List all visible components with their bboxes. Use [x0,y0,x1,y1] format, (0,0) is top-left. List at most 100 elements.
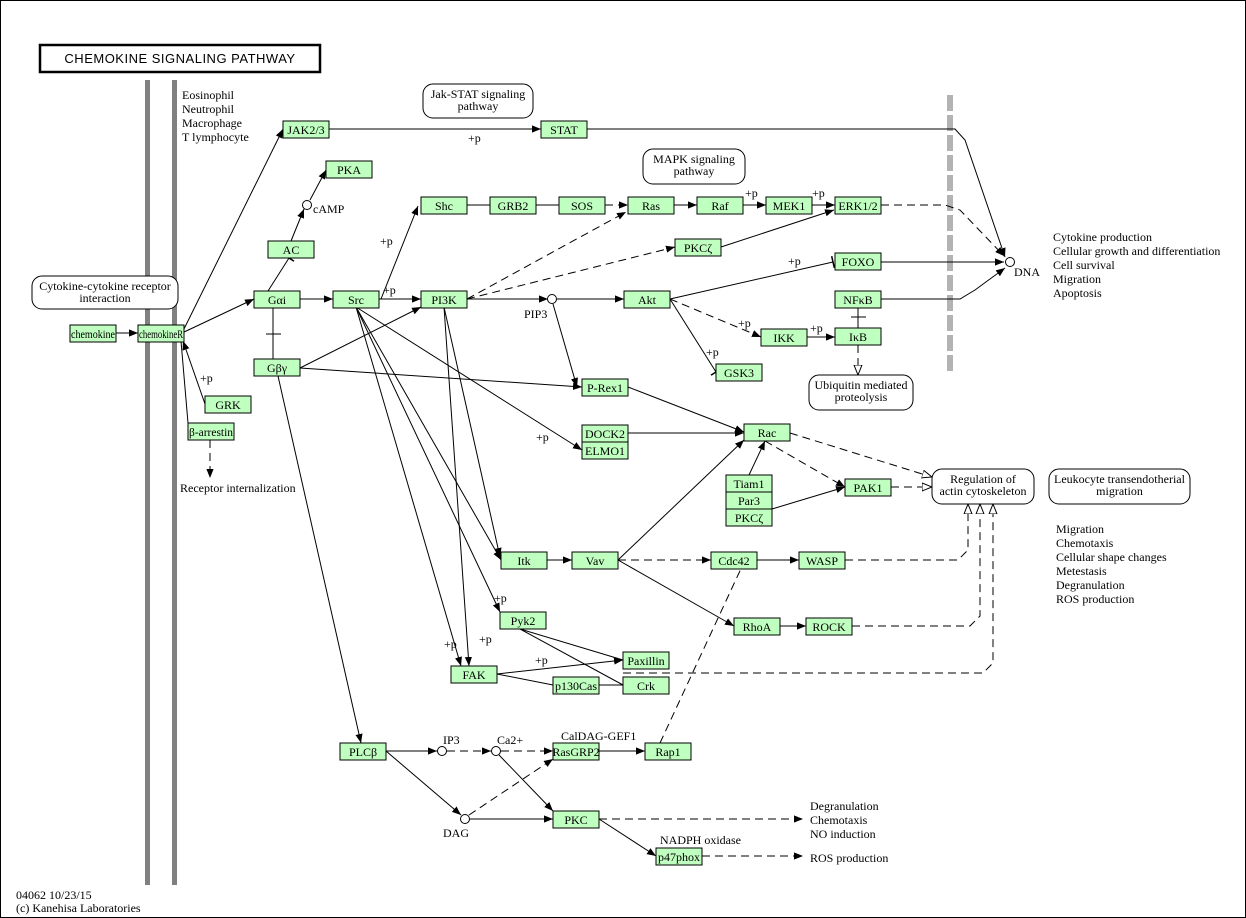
gene-node-ikb[interactable]: IκB [834,327,882,346]
gene-node-cdc42[interactable]: Cdc42 [710,551,758,570]
compound-circle[interactable] [460,814,470,824]
compound-circle[interactable] [547,294,557,304]
gene-box[interactable] [834,290,882,309]
gene-node-chemokiner[interactable]: chemokineR [137,324,185,343]
gene-node-pak1[interactable]: PAK1 [844,478,892,497]
gene-box[interactable] [581,378,629,397]
gene-node-pi3k[interactable]: PI3K [420,290,468,309]
gene-box[interactable] [420,290,468,309]
gene-box[interactable] [339,742,387,761]
gene-box[interactable] [325,160,373,179]
gene-node-paxillin[interactable]: Paxillin [622,651,670,670]
gene-node-crk[interactable]: Crk [622,676,670,695]
gene-node-prex1[interactable]: P-Rex1 [581,378,629,397]
gene-box[interactable] [622,651,670,670]
gene-node-ikk[interactable]: IKK [760,328,808,347]
gene-node-sos[interactable]: SOS [558,196,606,215]
gene-box[interactable] [282,120,330,139]
gene-node-shc[interactable]: Shc [420,196,468,215]
gene-box[interactable] [644,742,692,761]
gene-box[interactable] [420,196,468,215]
gene-node-pkcz1[interactable]: PKCζ [674,238,722,257]
gene-node-src[interactable]: Src [332,290,380,309]
map-box[interactable] [931,468,1035,505]
gene-node-raf[interactable]: Raf [696,196,744,215]
gene-node-gsk3[interactable]: GSK3 [715,363,763,382]
map-box[interactable] [422,83,534,119]
gene-box[interactable] [267,240,315,259]
compound-circle[interactable] [437,746,447,756]
compound-pip3[interactable]: PIP3 [524,294,557,322]
gene-box[interactable] [674,238,722,257]
gene-node-rasgrp2[interactable]: RasGRP2 [552,742,600,761]
gene-node-p130cas[interactable]: p130Cas [552,676,600,695]
gene-box[interactable] [760,328,808,347]
gene-node-pka[interactable]: PKA [325,160,373,179]
gene-box[interactable] [733,617,781,636]
gene-box[interactable] [834,252,882,271]
gene-node-plcb[interactable]: PLCβ [339,742,387,761]
map-box[interactable] [31,275,179,310]
map-box[interactable] [808,374,914,411]
gene-node-jak[interactable]: JAK2/3 [282,120,330,139]
gene-node-pkcz2[interactable]: PKCζ [725,508,773,527]
gene-box[interactable] [743,423,791,442]
gene-node-chemokine[interactable]: chemokine [69,324,117,343]
gene-node-dock2[interactable]: DOCK2 [581,424,629,443]
gene-box[interactable] [500,551,548,570]
gene-node-akt[interactable]: Akt [623,290,671,309]
gene-box[interactable] [696,196,744,215]
compound-circle[interactable] [491,746,501,756]
gene-box[interactable] [622,676,670,695]
gene-box[interactable] [332,290,380,309]
gene-node-grb2[interactable]: GRB2 [489,196,537,215]
gene-node-fak[interactable]: FAK [450,665,498,684]
gene-box[interactable] [623,290,671,309]
gene-box[interactable] [499,611,547,630]
gene-node-vav[interactable]: Vav [571,551,619,570]
gene-box[interactable] [187,422,235,441]
gene-box[interactable] [715,363,763,382]
gene-node-rock[interactable]: ROCK [805,617,853,636]
compound-ip3[interactable]: IP3 [437,733,460,756]
gene-node-grk[interactable]: GRK [204,395,252,414]
gene-box[interactable] [552,676,600,695]
gene-box[interactable] [805,617,853,636]
gene-box[interactable] [558,196,606,215]
map-box[interactable] [1048,468,1191,505]
gene-box[interactable] [710,551,758,570]
gene-node-rap1[interactable]: Rap1 [644,742,692,761]
compound-camp[interactable]: cAMP [302,200,345,217]
gene-node-itk[interactable]: Itk [500,551,548,570]
gene-box[interactable] [450,665,498,684]
gene-node-rhoa[interactable]: RhoA [733,617,781,636]
compound-dna[interactable]: DNA [1005,257,1041,280]
gene-node-pkc[interactable]: PKC [552,810,600,829]
gene-node-tiam1[interactable]: Tiam1 [725,474,773,493]
gene-box[interactable] [204,395,252,414]
compound-circle[interactable] [1005,257,1015,267]
gene-box[interactable] [253,358,301,377]
gene-node-elmo1[interactable]: ELMO1 [581,441,629,460]
gene-node-erk[interactable]: ERK1/2 [834,196,882,215]
gene-node-mek1[interactable]: MEK1 [765,196,813,215]
gene-box[interactable] [627,196,675,215]
gene-node-wasp[interactable]: WASP [798,551,846,570]
gene-box[interactable] [725,508,773,527]
gene-node-stat[interactable]: STAT [540,120,588,139]
map-box[interactable] [642,148,746,185]
gene-box[interactable] [489,196,537,215]
gene-node-gby[interactable]: Gβγ [253,358,301,377]
gene-box[interactable] [834,196,882,215]
gene-node-par3[interactable]: Par3 [725,491,773,510]
gene-box[interactable] [765,196,813,215]
gene-box[interactable] [69,324,117,343]
gene-box[interactable] [552,810,600,829]
gene-node-gai[interactable]: Gαi [253,290,301,309]
